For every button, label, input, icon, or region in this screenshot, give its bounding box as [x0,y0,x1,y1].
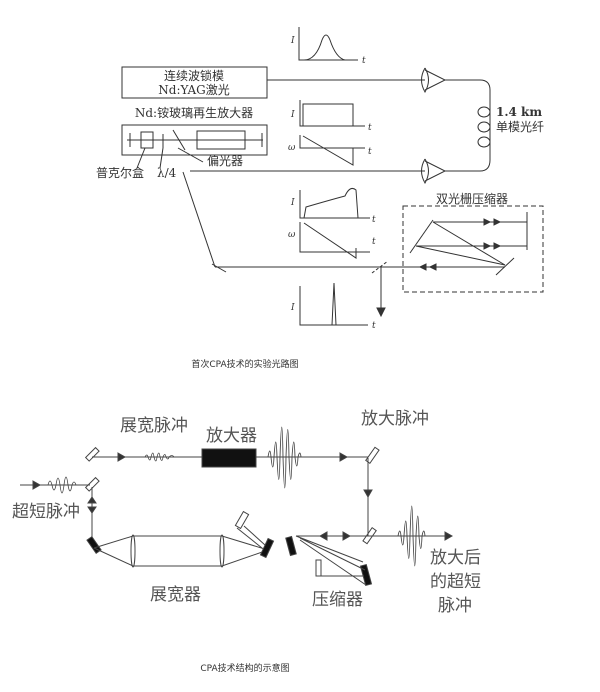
svg-text:t: t [368,123,372,133]
stretched-pulse [144,452,175,462]
svg-text:I: I [290,198,295,208]
svg-text:t: t [368,147,372,157]
amplifier-block [201,448,257,468]
svg-text:t: t [372,215,376,225]
svg-text:I: I [290,303,295,313]
output-label-3: 脉冲 [438,596,472,616]
plot-gaussian: I t [290,27,366,66]
stretcher-label: 展宽器 [150,585,201,605]
stretcher-mirror [259,537,275,559]
input-pulse [47,476,77,494]
laser-box [121,66,268,99]
fiber-label: 单模光纤 [496,120,544,134]
svg-text:t: t [362,56,366,66]
svg-text:ω: ω [288,230,296,240]
mirror [84,446,100,462]
output-pulse [397,505,426,567]
svg-text:ω: ω [288,143,296,153]
cpa-experiment-diagram: 连续波锁模 Nd:YAG激光 Nd:铵玻璃再生放大器 偏光器 普克尔盒 λ/4 … [96,27,544,331]
compressor-grating [285,535,297,557]
amplifier-label: Nd:铵玻璃再生放大器 [135,105,253,120]
svg-text:t: t [372,237,376,247]
amplifier-box [121,124,268,156]
amplifier-label: 放大器 [206,426,257,446]
laser-label-1: 连续波锁模 [164,68,224,83]
svg-text:t: t [372,321,376,331]
cpa-structure-diagram [20,426,454,587]
roof-mirror [315,559,322,577]
figure-caption-1: 首次CPA技术的实验光路图 [191,360,299,370]
lens [130,534,136,568]
mirror [362,527,377,545]
gain-medium [196,130,246,150]
output-label-2: 的超短 [430,572,481,592]
lens [219,534,225,568]
stretched-pulse-label: 展宽脉冲 [120,416,188,436]
output-label-1: 放大后 [430,548,481,568]
svg-text:I: I [290,36,295,46]
svg-text:I: I [290,110,295,120]
polarizer-label: 偏光器 [207,153,243,168]
laser-label-2: Nd:YAG激光 [158,83,229,97]
amplified-pulse [267,426,302,489]
fiber-length: 1.4 km [496,105,542,119]
quarter-wave-label: λ/4 [157,166,177,180]
grating [234,510,250,530]
plot-square: I t ω t [288,100,372,166]
compressor-label: 压缩器 [312,590,363,610]
pockels-cell [140,131,154,149]
mirror [84,476,100,492]
svg-text:双光栅压缩器: 双光栅压缩器 [436,191,508,206]
grating-compressor: 双光栅压缩器 [402,191,544,293]
plot-amplified: I t ω t [288,188,376,259]
amplified-pulse-label: 放大脉冲 [361,409,429,429]
pockels-label: 普克尔盒 [96,165,144,180]
plot-compressed: I t [290,282,376,331]
input-pulse-label: 超短脉冲 [12,502,80,522]
figure-caption-2: CPA技术结构的示意图 [200,664,290,674]
